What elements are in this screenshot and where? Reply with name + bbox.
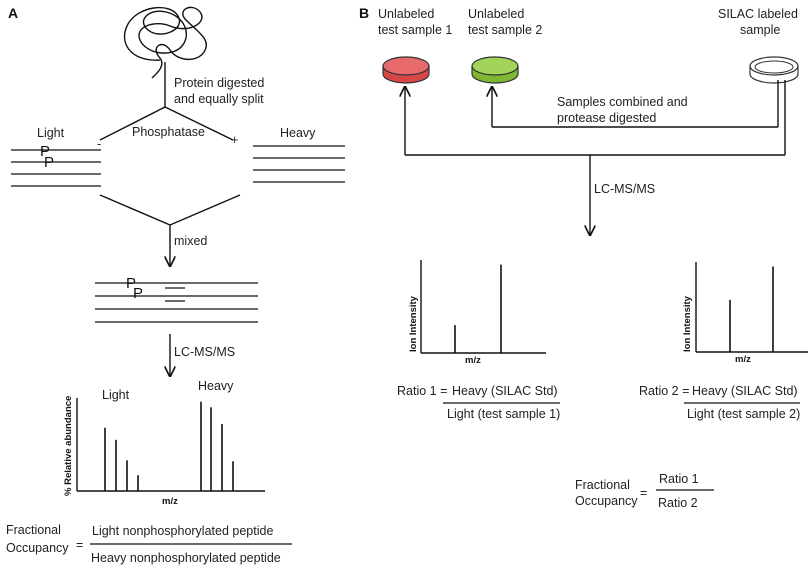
- spectrum-light-label: Light: [102, 388, 130, 402]
- y-axis-label: Ion Intensity: [408, 295, 419, 352]
- heavy-peptides: [253, 145, 345, 183]
- x-axis-label: m/z: [162, 496, 178, 507]
- mixed-label: mixed: [174, 234, 207, 248]
- spectrum-a: [76, 398, 265, 492]
- fo-b-equals: =: [640, 486, 647, 500]
- sample2-label-line2: test sample 2: [468, 23, 542, 37]
- digest-label-line2: and equally split: [174, 92, 264, 106]
- fo-b-line2: Occupancy: [575, 494, 638, 508]
- y-axis-label: Ion Intensity: [682, 295, 693, 352]
- fo-b-line1: Fractional: [575, 478, 630, 492]
- sample2-label-line1: Unlabeled: [468, 7, 524, 21]
- phosphatase-label: Phosphatase: [132, 125, 205, 139]
- phospho-mark: P: [40, 143, 50, 160]
- combine-label-line2: protease digested: [557, 111, 656, 125]
- merge-left: [99, 194, 171, 226]
- phospho-mark: P: [126, 275, 136, 292]
- fo-a-numerator: Light nonphosphorylated peptide: [92, 524, 273, 538]
- plus-sign: +: [231, 133, 238, 147]
- spectrum-b1: [420, 260, 546, 354]
- phospho-mark: P: [44, 154, 54, 171]
- ratio2-label: Ratio 2 =: [639, 384, 689, 398]
- mixed-peptides: [95, 282, 258, 323]
- ratio1-denominator: Light (test sample 1): [447, 407, 560, 421]
- ratio1-label: Ratio 1 =: [397, 384, 447, 398]
- fo-a-equals: =: [76, 538, 83, 552]
- light-label: Light: [37, 126, 65, 140]
- lcms-label-b: LC-MS/MS: [594, 182, 655, 196]
- x-axis-label: m/z: [465, 355, 481, 366]
- minus-sign: -: [97, 137, 101, 151]
- merge-right: [169, 194, 241, 226]
- protein-squiggle: [123, 6, 207, 79]
- fo-b-denominator: Ratio 2: [658, 496, 698, 510]
- panel-b-label: B: [359, 5, 369, 21]
- x-axis-label: m/z: [735, 354, 751, 365]
- panel-b: B Unlabeled test sample 1 Unlabeled test…: [359, 5, 808, 510]
- panel-a: A Protein digested and equally split Lig…: [6, 5, 345, 565]
- lcms-label-a: LC-MS/MS: [174, 345, 235, 359]
- panel-a-label: A: [8, 5, 18, 21]
- heavy-label: Heavy: [280, 126, 316, 140]
- split-right: [164, 106, 234, 141]
- phospho-mark: P: [133, 285, 143, 302]
- ratio2-numerator: Heavy (SILAC Std): [692, 384, 798, 398]
- fo-b-numerator: Ratio 1: [659, 472, 699, 486]
- fo-a-denominator: Heavy nonphosphorylated peptide: [91, 551, 281, 565]
- ratio1-numerator: Heavy (SILAC Std): [452, 384, 558, 398]
- spectrum-heavy-label: Heavy: [198, 379, 234, 393]
- sample2-dish: [471, 56, 519, 84]
- y-axis-label: % Relative abundance: [63, 396, 74, 496]
- silac-label-line1: SILAC labeled: [718, 7, 798, 21]
- sample1-label-line2: test sample 1: [378, 23, 452, 37]
- silac-dish: [749, 56, 799, 84]
- fo-a-line2: Occupancy: [6, 541, 69, 555]
- ratio2-denominator: Light (test sample 2): [687, 407, 800, 421]
- spectrum-b2: [695, 262, 808, 353]
- split-left: [99, 106, 166, 141]
- combine-label-line1: Samples combined and: [557, 95, 688, 109]
- silac-label-line2: sample: [740, 23, 780, 37]
- light-peptides: [11, 149, 101, 187]
- fo-a-line1: Fractional: [6, 523, 61, 537]
- sample1-dish: [382, 56, 430, 84]
- sample1-label-line1: Unlabeled: [378, 7, 434, 21]
- digest-label-line1: Protein digested: [174, 76, 264, 90]
